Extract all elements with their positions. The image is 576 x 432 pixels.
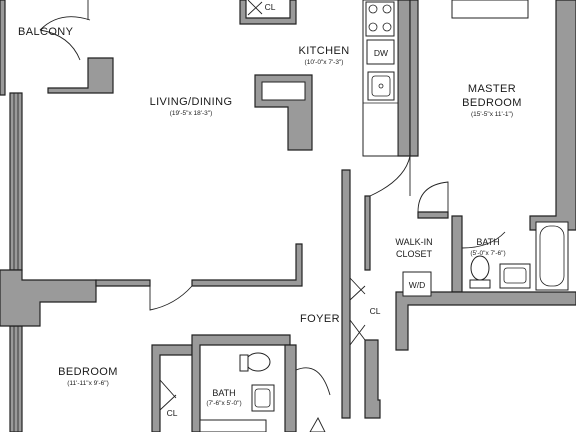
bedroom-label: BEDROOM bbox=[58, 366, 118, 378]
living-bedroom-wall-2 bbox=[191, 243, 303, 287]
living-bedroom-wall bbox=[95, 279, 151, 287]
walkin-label-2: CLOSET bbox=[396, 249, 433, 259]
bath-label: BATH bbox=[212, 388, 235, 398]
balcony-column bbox=[47, 57, 114, 94]
top-closet-wall bbox=[239, 0, 297, 25]
master-wall-left bbox=[409, 0, 419, 157]
walkin-label-1: WALK-IN bbox=[395, 237, 432, 247]
master-bath-fixtures bbox=[402, 0, 569, 297]
left-wall-upper bbox=[9, 92, 23, 271]
kitchen-dims: (10'-0"x 7'-3") bbox=[305, 59, 344, 66]
master-label-2: BEDROOM bbox=[462, 97, 522, 109]
master-bottom-wall bbox=[417, 211, 449, 219]
labels: BALCONY KITCHEN (10'-0"x 7'-3") LIVING/D… bbox=[18, 2, 522, 418]
bath-fixtures bbox=[199, 352, 275, 432]
bath-sink bbox=[251, 384, 275, 412]
bedroom-closet-wall bbox=[151, 344, 193, 432]
doors bbox=[39, 0, 506, 432]
foyer-right-wall bbox=[364, 195, 371, 271]
bath-right-wall bbox=[284, 344, 297, 432]
closet-bottom-wall bbox=[395, 291, 576, 351]
foyer-label: FOYER bbox=[300, 313, 340, 325]
left-wall-lower bbox=[9, 325, 23, 432]
bathtub bbox=[535, 221, 569, 291]
master-label-1: MASTER bbox=[468, 83, 516, 95]
washer-dryer bbox=[402, 271, 432, 297]
bath-wall bbox=[191, 334, 291, 432]
living-dims: (19'-5"x 18'-3") bbox=[170, 110, 213, 117]
living-label: LIVING/DINING bbox=[150, 96, 233, 108]
hall-wall bbox=[341, 169, 351, 419]
dishwasher bbox=[366, 39, 395, 65]
master-bath-label: BATH bbox=[476, 237, 499, 247]
dw-label: DW bbox=[374, 48, 388, 58]
kitchen-wall bbox=[397, 0, 411, 157]
toilet bbox=[470, 255, 490, 281]
closet-bedroom-label: CL bbox=[167, 408, 178, 418]
balcony-rail bbox=[0, 0, 6, 96]
cooktop bbox=[365, 1, 395, 37]
bed-outline bbox=[451, 0, 529, 19]
bath-closet-divider bbox=[451, 215, 463, 293]
left-pier bbox=[0, 269, 97, 327]
closet-foyer-label: CL bbox=[370, 306, 381, 316]
bath-tub-lower bbox=[199, 419, 267, 432]
kitchen-fixtures bbox=[365, 1, 395, 101]
bath-toilet bbox=[245, 352, 271, 372]
wd-label: W/D bbox=[409, 280, 426, 290]
bath-dims: (7'-6"x 5'-0") bbox=[206, 400, 241, 407]
foyer-lower-wall bbox=[364, 339, 381, 419]
master-right-wall bbox=[529, 0, 576, 231]
closet-top-label: CL bbox=[265, 2, 276, 12]
master-bath-dims: (5'-0"x 7'-6") bbox=[470, 250, 505, 257]
bedroom-dims: (11'-11"x 9'-6") bbox=[67, 380, 109, 387]
balcony-label: BALCONY bbox=[18, 26, 74, 38]
kitchen-label: KITCHEN bbox=[298, 45, 349, 57]
master-dims: (15'-5"x 11'-1") bbox=[471, 111, 513, 118]
